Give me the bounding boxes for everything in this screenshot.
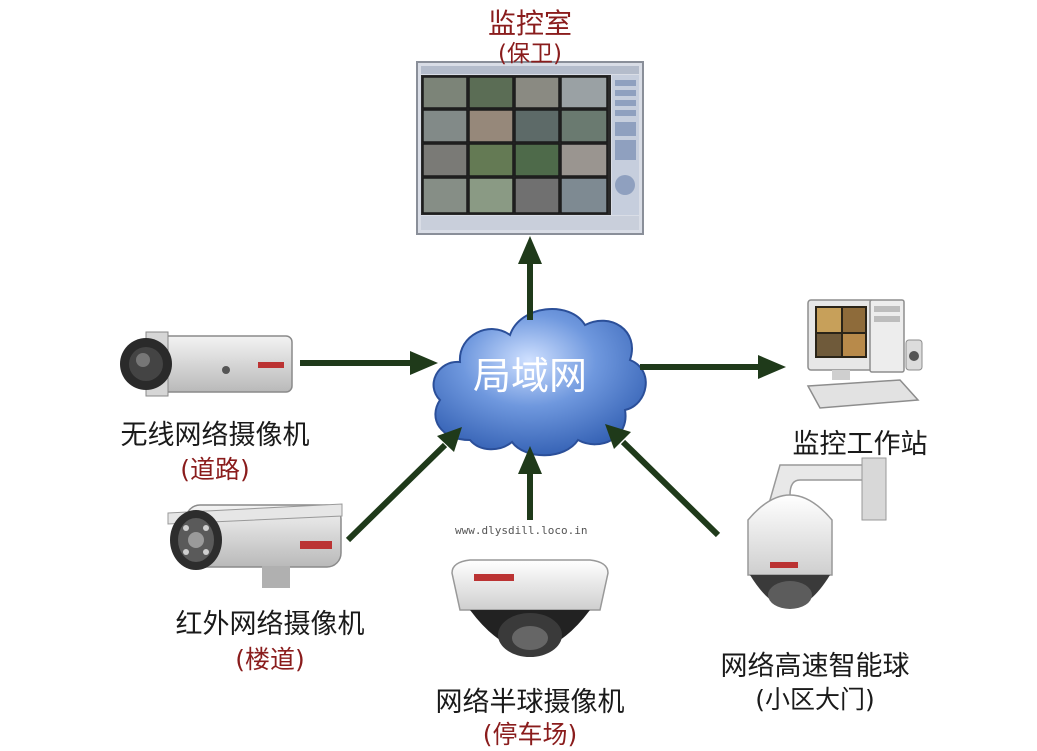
connection-arrows — [300, 262, 760, 543]
monitor-screen-icon — [416, 61, 644, 235]
ir-camera-title: 红外网络摄像机 — [175, 609, 365, 640]
ir-camera-icon — [167, 503, 343, 588]
speed-dome-subtitle: (小区大门) — [755, 685, 875, 714]
ir-camera-subtitle: (楼道) — [235, 645, 305, 674]
watermark-text: www.dlysdill.loco.in — [455, 524, 588, 537]
arrow-heads — [410, 236, 786, 474]
workstation-icon — [806, 299, 923, 409]
dome-camera-icon — [451, 559, 609, 657]
wireless-camera-icon — [120, 331, 293, 397]
monitor-room-subtitle: (保卫) — [498, 41, 562, 67]
lan-cloud-icon — [432, 308, 647, 457]
speed-dome-title: 网络高速智能球 — [720, 651, 910, 682]
wireless-camera-subtitle: (道路) — [180, 455, 250, 484]
workstation-title: 监控工作站 — [792, 429, 928, 460]
wireless-camera-title: 无线网络摄像机 — [120, 420, 310, 451]
speed-dome-icon — [747, 457, 887, 609]
lan-label: 局域网 — [472, 354, 587, 398]
monitor-room-title: 监控室 — [487, 7, 572, 40]
dome-camera-title: 网络半球摄像机 — [435, 687, 625, 718]
dome-camera-subtitle: (停车场) — [482, 720, 578, 749]
